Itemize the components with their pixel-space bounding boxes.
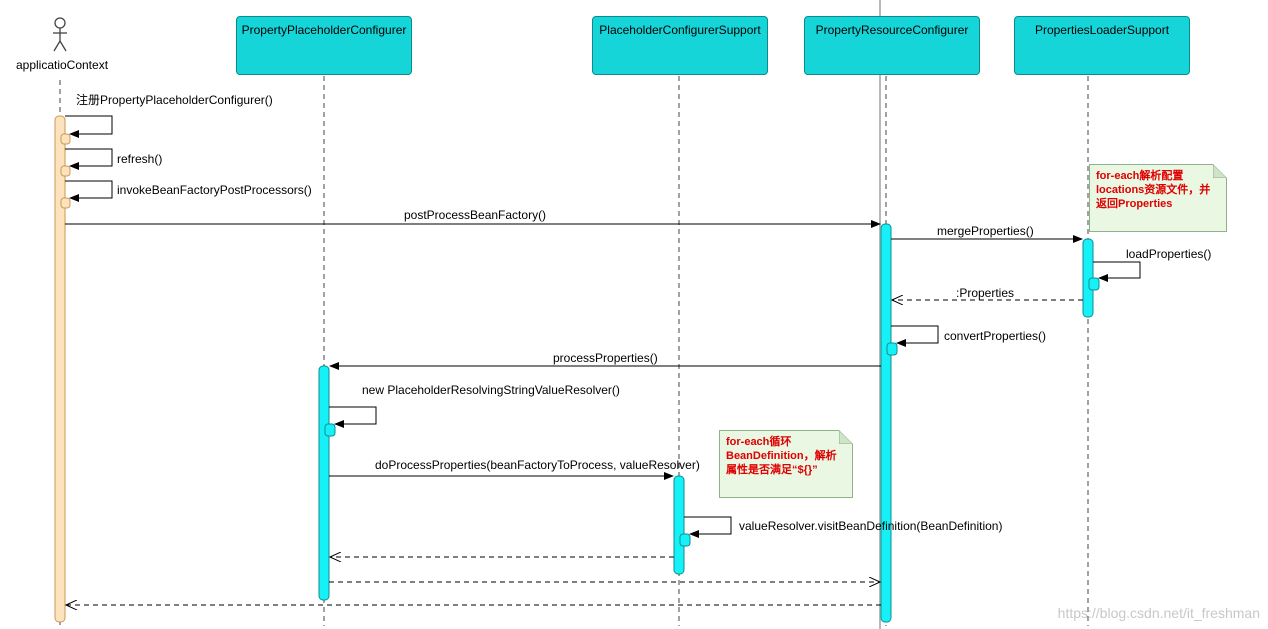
msg-new-resolver: new PlaceholderResolvingStringValueResol…: [362, 383, 620, 397]
self-call-refresh: [65, 148, 113, 170]
msg-process-properties: processProperties(): [553, 351, 658, 365]
activation-actor: [54, 115, 66, 623]
msg-visit-bean-definition: valueResolver.visitBeanDefinition(BeanDe…: [739, 519, 1003, 533]
activation-pcs: [673, 475, 685, 575]
activation-actor-self-3: [60, 197, 71, 209]
note-visit-line-1: for-each循环: [726, 436, 792, 448]
activation-prc-self: [886, 342, 898, 356]
msg-register: 注册PropertyPlaceholderConfigurer(): [76, 93, 273, 107]
actor-icon: [53, 17, 67, 52]
msg-do-process-properties: doProcessProperties(beanFactoryToProcess…: [375, 458, 700, 472]
note-merge-line-1: for-each解析配置: [1096, 170, 1184, 182]
note-visit: for-each循环 BeanDefinition，解析 属性是否满足“${}”: [719, 430, 853, 498]
msg-post-process: postProcessBeanFactory(): [404, 208, 547, 222]
msg-refresh: refresh(): [117, 152, 163, 166]
watermark: https://blog.csdn.net/it_freshman: [1057, 605, 1260, 621]
note-merge-line-2: locations资源文件，并: [1096, 184, 1211, 196]
self-call-invoke: [65, 180, 113, 202]
participant-properties-loader-support: PropertiesLoaderSupport: [1014, 16, 1190, 75]
participant-property-resource-configurer: PropertyResourceConfigurer: [804, 16, 980, 75]
self-call-new-resolver: [329, 406, 377, 428]
note-merge-line-3: 返回Properties: [1096, 198, 1173, 210]
actor-label: applicatioContext: [15, 58, 109, 72]
msg-convert-properties: convertProperties(): [944, 329, 1047, 343]
activation-ppc: [318, 365, 330, 601]
participant-placeholder-configurer-support: PlaceholderConfigurerSupport: [592, 16, 768, 75]
activation-actor-self-2: [60, 165, 71, 177]
participant-property-placeholder-configurer: PropertyPlaceholderConfigurer: [236, 16, 412, 75]
note-fold-icon: [839, 430, 853, 444]
msg-return-properties: :Properties: [956, 286, 1015, 300]
note-fold-icon: [1213, 164, 1227, 178]
msg-load-properties: loadProperties(): [1126, 247, 1212, 261]
msg-merge-properties: mergeProperties(): [937, 224, 1034, 238]
activation-actor-self-1: [60, 133, 71, 145]
activation-ppc-self: [324, 423, 336, 437]
activation-pls-self: [1088, 277, 1100, 291]
note-merge: for-each解析配置 locations资源文件，并 返回Propertie…: [1089, 164, 1227, 232]
self-call-convert-properties: [891, 325, 939, 347]
self-call-load-properties: [1093, 261, 1141, 282]
self-call-register: [65, 115, 113, 138]
activation-pcs-self: [679, 533, 691, 547]
msg-invoke: invokeBeanFactoryPostProcessors(): [117, 183, 312, 197]
note-visit-line-2: BeanDefinition，解析: [726, 450, 837, 462]
activation-prc: [880, 223, 892, 623]
self-call-visit-bean-definition: [684, 516, 732, 538]
note-visit-line-3: 属性是否满足“${}”: [726, 464, 818, 476]
